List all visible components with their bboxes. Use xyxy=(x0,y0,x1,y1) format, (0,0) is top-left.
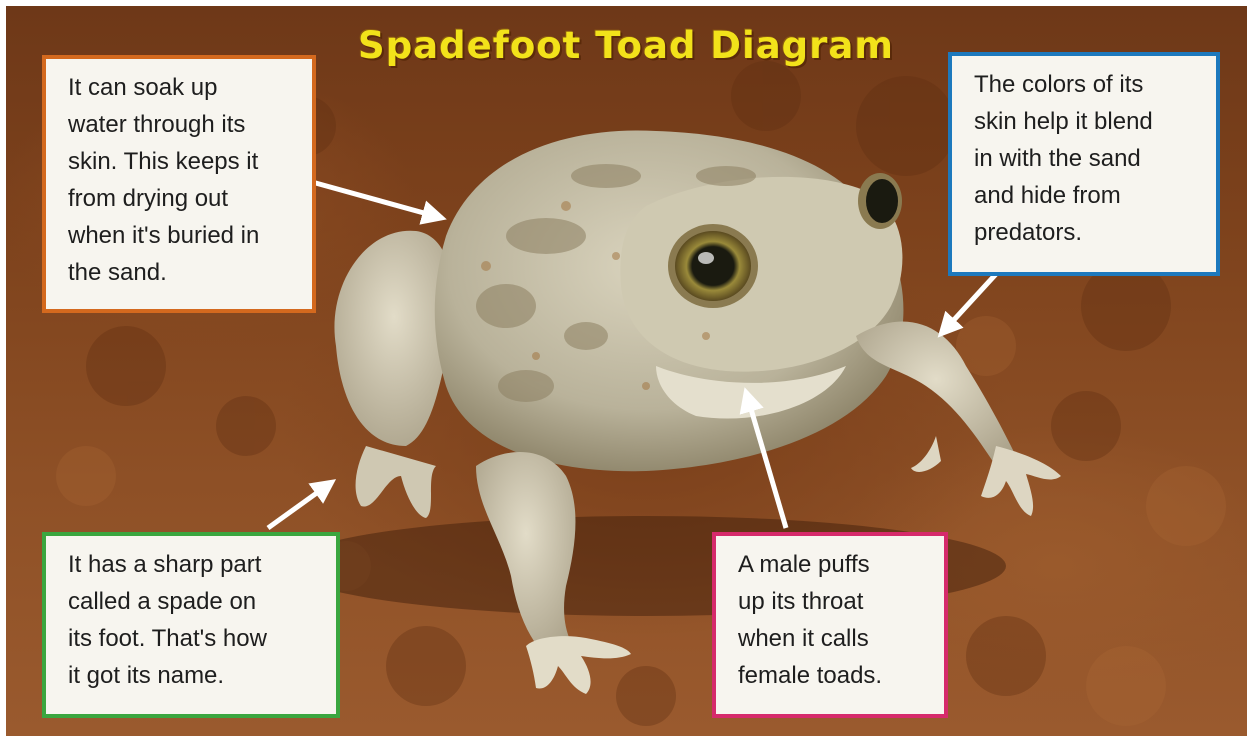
callout-skin-camouflage: The colors of its skin help it blend in … xyxy=(948,52,1220,276)
callout-male-throat: A male puffs up its throat when it calls… xyxy=(712,532,948,718)
arrow-colors xyxy=(941,274,996,334)
callout-spade-foot: It has a sharp part called a spade on it… xyxy=(42,532,340,718)
callout-skin-absorption: It can soak up water through its skin. T… xyxy=(42,55,316,313)
arrow-skin xyxy=(312,182,442,218)
diagram-frame: Spadefoot Toad Diagram It can soak up wa… xyxy=(6,6,1247,736)
arrow-spade xyxy=(268,482,332,528)
arrow-male xyxy=(746,392,786,528)
